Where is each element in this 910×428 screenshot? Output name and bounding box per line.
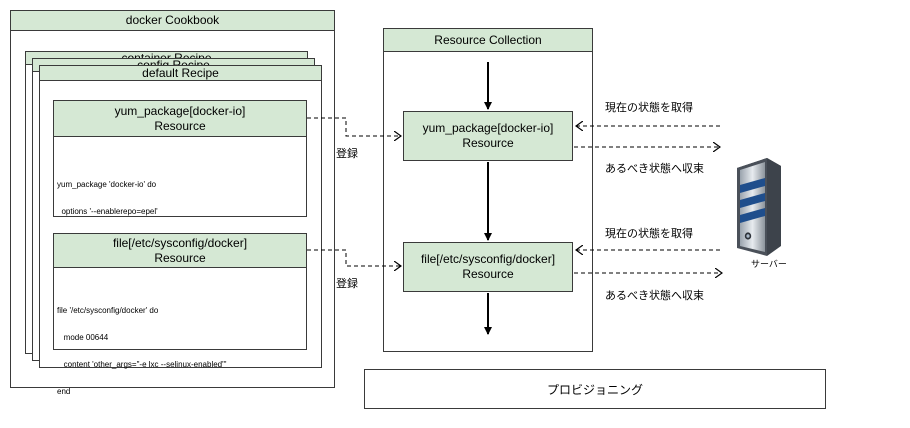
resource-type: Resource [154, 118, 206, 133]
collection-item-type: Resource [462, 136, 514, 150]
recipe-resource-file-code: file '/etc/sysconfig/docker' do mode 006… [57, 288, 227, 405]
register-label-1: 登録 [336, 148, 358, 160]
collection-item-name: file[/etc/sysconfig/docker] [420, 252, 556, 266]
resource-type: Resource [154, 250, 206, 265]
resource-collection-title: Resource Collection [383, 28, 593, 52]
collection-item-type: Resource [462, 267, 514, 281]
provisioning-label: プロビジョニング [546, 382, 643, 397]
register-label-2: 登録 [336, 278, 358, 290]
code-line: file '/etc/sysconfig/docker' do [57, 306, 159, 315]
register-connector-1 [307, 117, 401, 136]
code-line: content 'other_args="-e lxc --selinux-en… [57, 360, 227, 369]
code-line: yum_package 'docker-io' do [57, 180, 157, 189]
collection-item-yum-package: yum_package[docker-io] Resource [403, 111, 573, 161]
provisioning-box: プロビジョニング [364, 369, 826, 409]
register-connector-2 [307, 249, 401, 266]
resource-name: yum_package[docker-io] [114, 103, 246, 118]
collection-item-file: file[/etc/sysconfig/docker] Resource [403, 242, 573, 292]
resource-name: file[/etc/sysconfig/docker] [112, 235, 248, 250]
cookbook-title: docker Cookbook [10, 10, 335, 31]
converge-label-2: あるべき状態へ収束 [605, 290, 704, 302]
server-label: サーバー [751, 259, 787, 269]
get-state-label-1: 現在の状態を取得 [605, 102, 693, 114]
code-line: mode 00644 [57, 333, 109, 342]
recipe-title-default: default Recipe [39, 65, 322, 81]
collection-item-name: yum_package[docker-io] [422, 121, 554, 135]
code-line: options '--enablerepo=epel' [57, 207, 158, 216]
recipe-resource-file-header: file[/etc/sysconfig/docker] Resource [53, 233, 307, 268]
get-state-label-2: 現在の状態を取得 [605, 228, 693, 240]
converge-label-1: あるべき状態へ収束 [605, 163, 704, 175]
recipe-resource-yum-package-header: yum_package[docker-io] Resource [53, 100, 307, 137]
code-line: end [57, 387, 71, 396]
server-tower-icon [737, 158, 781, 256]
